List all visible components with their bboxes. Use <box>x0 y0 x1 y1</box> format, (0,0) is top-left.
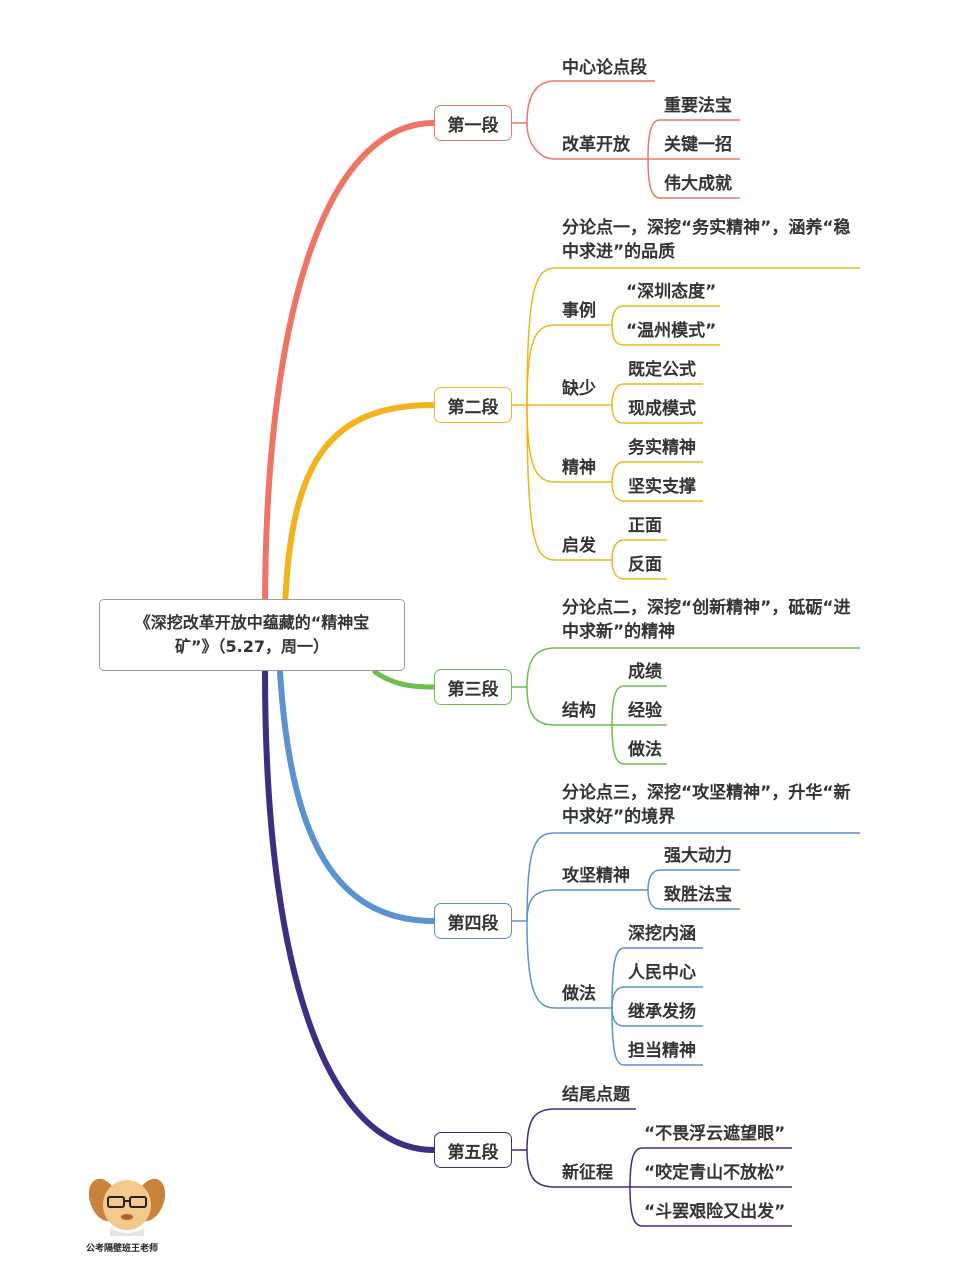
b2-group[interactable]: 缺少 <box>562 379 596 399</box>
b2-leaf[interactable]: 坚实支撑 <box>628 477 696 497</box>
b2-leaf[interactable]: 反面 <box>628 555 662 575</box>
b4-leaf[interactable]: 担当精神 <box>628 1041 696 1061</box>
b2-leaf[interactable]: “深圳态度” <box>626 282 717 302</box>
connector-branch-5 <box>262 669 437 1153</box>
b4-leaf[interactable]: 深挖内涵 <box>628 924 696 944</box>
b2-group[interactable]: 精神 <box>562 458 596 478</box>
branch-node-1[interactable]: 第一段 <box>434 105 512 141</box>
b1-leaf[interactable]: 重要法宝 <box>664 96 732 116</box>
b4-leaf[interactable]: 继承发扬 <box>628 1002 696 1022</box>
cartoon-dog-icon <box>88 1178 166 1236</box>
connector-branch-3 <box>372 669 437 690</box>
b5-new-journey[interactable]: 新征程 <box>562 1163 613 1183</box>
b1-central-thesis[interactable]: 中心论点段 <box>562 58 647 78</box>
b2-group[interactable]: 事例 <box>562 301 596 321</box>
branch-node-2[interactable]: 第二段 <box>434 387 512 423</box>
b5-leaf[interactable]: “咬定青山不放松” <box>644 1163 786 1183</box>
b3-leaf[interactable]: 做法 <box>628 740 662 760</box>
branch-node-5[interactable]: 第五段 <box>434 1132 512 1168</box>
b2-leaf[interactable]: 务实精神 <box>628 438 696 458</box>
b2-leaf[interactable]: 现成模式 <box>628 399 696 419</box>
connector-branch-2 <box>282 402 437 613</box>
b5-leaf[interactable]: “不畏浮云遮望眼” <box>644 1124 786 1144</box>
b3-leaf[interactable]: 经验 <box>628 701 662 721</box>
b2-thesis[interactable]: 分论点一，深挖“务实精神”，涵养“稳中求进”的品质 <box>562 218 851 262</box>
b2-leaf[interactable]: 正面 <box>628 516 662 536</box>
connector-branch-1 <box>262 120 437 613</box>
b4-leaf[interactable]: 致胜法宝 <box>664 885 732 905</box>
branch-node-3[interactable]: 第三段 <box>434 669 512 705</box>
b4-group[interactable]: 攻坚精神 <box>562 866 630 886</box>
b1-reform-opening[interactable]: 改革开放 <box>562 135 630 155</box>
b5-closing[interactable]: 结尾点题 <box>562 1085 630 1105</box>
root-node[interactable]: 《深挖改革开放中蕴藏的“精神宝矿”》（5.27，周一） <box>99 599 405 671</box>
b4-leaf[interactable]: 人民中心 <box>628 963 696 983</box>
b1-leaf[interactable]: 关键一招 <box>664 135 732 155</box>
b3-thesis[interactable]: 分论点二，深挖“创新精神”，砥砺“进中求新”的精神 <box>562 598 851 642</box>
b4-leaf[interactable]: 强大动力 <box>664 846 732 866</box>
watermark-text: 公考隔壁班王老师 <box>86 1244 159 1254</box>
b2-leaf[interactable]: 既定公式 <box>628 360 696 380</box>
connector-branch-4 <box>277 669 437 924</box>
b4-thesis[interactable]: 分论点三，深挖“攻坚精神”，升华“新中求好”的境界 <box>562 783 851 827</box>
b2-group[interactable]: 启发 <box>562 536 596 556</box>
b3-leaf[interactable]: 成绩 <box>628 662 662 682</box>
b1-leaf[interactable]: 伟大成就 <box>664 174 732 194</box>
b4-group[interactable]: 做法 <box>562 984 596 1004</box>
b2-leaf[interactable]: “温州模式” <box>626 321 717 341</box>
b5-leaf[interactable]: “斗罢艰险又出发” <box>644 1202 786 1222</box>
b3-group[interactable]: 结构 <box>562 701 596 721</box>
branch-node-4[interactable]: 第四段 <box>434 903 512 939</box>
